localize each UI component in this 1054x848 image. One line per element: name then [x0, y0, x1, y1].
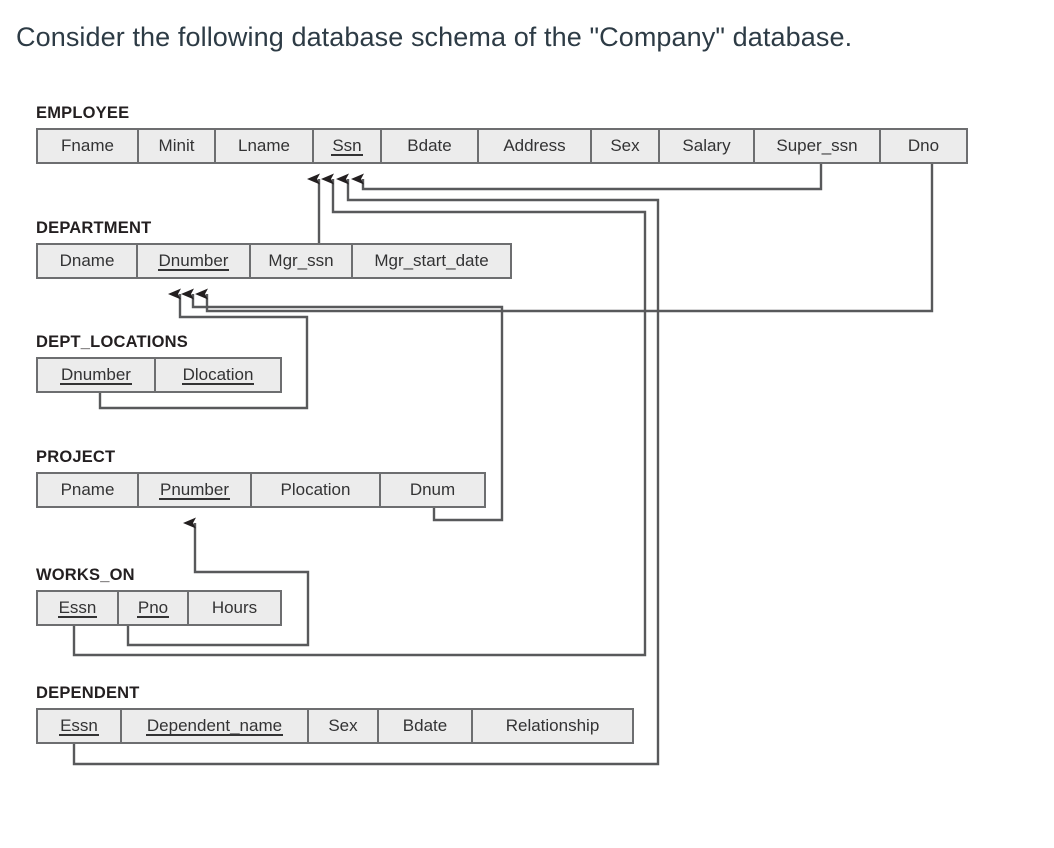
attr-pnumber[interactable]: Pnumber	[139, 474, 252, 506]
attr-hours[interactable]: Hours	[189, 592, 280, 624]
attr-dnumber[interactable]: Dnumber	[138, 245, 251, 277]
attr-dno[interactable]: Dno	[881, 130, 966, 162]
relation-name-dept-locations: DEPT_LOCATIONS	[36, 333, 188, 351]
attribute-row-department: Dname Dnumber Mgr_ssn Mgr_start_date	[36, 243, 512, 279]
attr-wo-essn[interactable]: Essn	[38, 592, 119, 624]
attr-dep-essn[interactable]: Essn	[38, 710, 122, 742]
attr-minit[interactable]: Minit	[139, 130, 216, 162]
attribute-row-dependent: Essn Dependent_name Sex Bdate Relationsh…	[36, 708, 634, 744]
attr-salary[interactable]: Salary	[660, 130, 755, 162]
relation-dependent: DEPENDENT Essn Dependent_name Sex Bdate …	[36, 684, 634, 744]
attribute-row-works-on: Essn Pno Hours	[36, 590, 282, 626]
relation-name-employee: EMPLOYEE	[36, 104, 130, 122]
relation-department: DEPARTMENT Dname Dnumber Mgr_ssn Mgr_sta…	[36, 219, 512, 279]
attr-dlocation[interactable]: Dlocation	[156, 359, 280, 391]
relation-project: PROJECT Pname Pnumber Plocation Dnum	[36, 448, 486, 508]
attr-lname[interactable]: Lname	[216, 130, 314, 162]
attr-mgr-ssn[interactable]: Mgr_ssn	[251, 245, 353, 277]
attr-ssn[interactable]: Ssn	[314, 130, 382, 162]
attribute-row-project: Pname Pnumber Plocation Dnum	[36, 472, 486, 508]
relation-name-works-on: WORKS_ON	[36, 566, 135, 584]
attr-super-ssn[interactable]: Super_ssn	[755, 130, 881, 162]
attribute-row-dept-locations: Dnumber Dlocation	[36, 357, 282, 393]
relation-name-project: PROJECT	[36, 448, 116, 466]
relation-name-dependent: DEPENDENT	[36, 684, 140, 702]
attr-dep-sex[interactable]: Sex	[309, 710, 379, 742]
attr-bdate[interactable]: Bdate	[382, 130, 479, 162]
attr-mgr-start-date[interactable]: Mgr_start_date	[353, 245, 510, 277]
attr-plocation[interactable]: Plocation	[252, 474, 381, 506]
page-title: Consider the following database schema o…	[16, 22, 853, 52]
attr-dep-bdate[interactable]: Bdate	[379, 710, 473, 742]
relation-employee: EMPLOYEE Fname Minit Lname Ssn Bdate Add…	[36, 104, 968, 164]
schema-diagram: EMPLOYEE Fname Minit Lname Ssn Bdate Add…	[0, 92, 1054, 792]
attr-pno[interactable]: Pno	[119, 592, 189, 624]
attr-address[interactable]: Address	[479, 130, 592, 162]
relation-dept-locations: DEPT_LOCATIONS Dnumber Dlocation	[36, 333, 282, 393]
attr-fname[interactable]: Fname	[38, 130, 139, 162]
attr-pname[interactable]: Pname	[38, 474, 139, 506]
relation-works-on: WORKS_ON Essn Pno Hours	[36, 566, 282, 626]
attr-dname[interactable]: Dname	[38, 245, 138, 277]
attribute-row-employee: Fname Minit Lname Ssn Bdate Address Sex …	[36, 128, 968, 164]
attr-dl-dnumber[interactable]: Dnumber	[38, 359, 156, 391]
attr-relationship[interactable]: Relationship	[473, 710, 632, 742]
attr-dependent-name[interactable]: Dependent_name	[122, 710, 309, 742]
attr-sex[interactable]: Sex	[592, 130, 660, 162]
attr-dnum[interactable]: Dnum	[381, 474, 484, 506]
relation-name-department: DEPARTMENT	[36, 219, 152, 237]
